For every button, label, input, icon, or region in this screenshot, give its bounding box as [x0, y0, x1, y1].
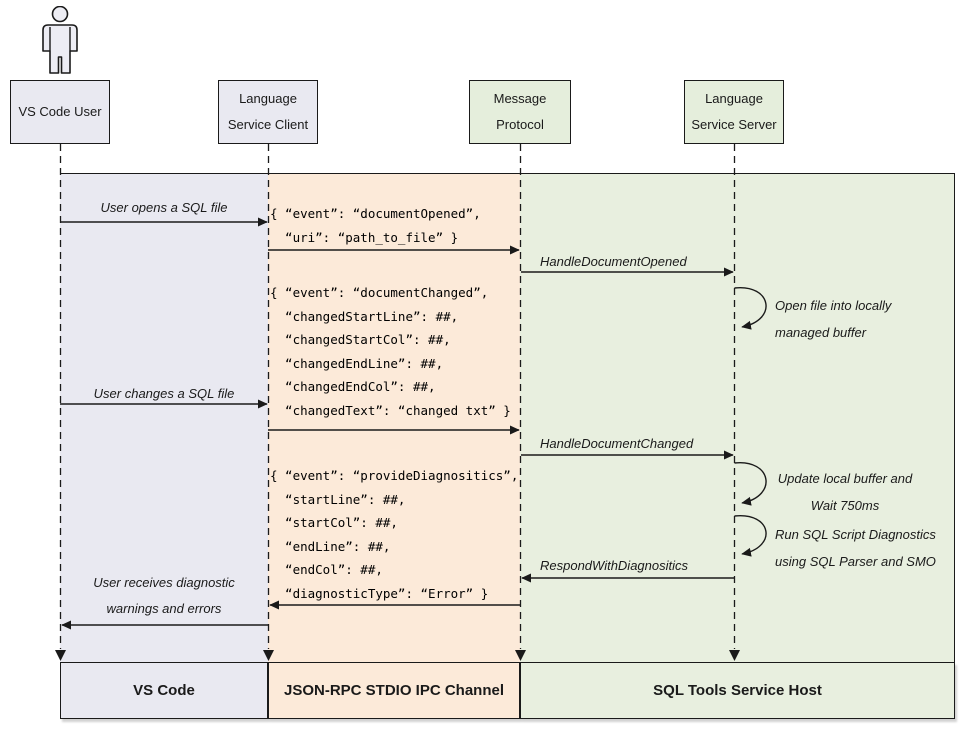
footer-label: VS Code — [133, 682, 195, 699]
label-user-opens-file: User opens a SQL file — [100, 200, 228, 215]
json-line: “changedStartLine”: ##, — [270, 308, 459, 324]
actor-box-language-service-server: Language Service Server — [684, 80, 784, 144]
label-user-receives-diagnostics: User receives diagnostic warnings and er… — [60, 570, 268, 622]
json-line: “diagnosticType”: “Error” } — [270, 585, 489, 601]
footer-box-vscode: VS Code — [60, 662, 268, 719]
json-line: “uri”: “path_to_file” } — [270, 229, 459, 245]
person-icon — [42, 6, 78, 74]
actor-box-message-protocol: Message Protocol — [469, 80, 571, 144]
loop-update-line1: Update local buffer and — [777, 471, 913, 486]
lane-vscode — [60, 173, 268, 662]
actor-label-line2: Protocol — [496, 117, 544, 132]
json-line: { “event”: “documentOpened”, — [270, 206, 481, 221]
json-line: “changedEndLine”: ##, — [270, 355, 444, 371]
json-line: “endLine”: ##, — [270, 538, 391, 554]
loop-open-line2: managed buffer — [775, 325, 867, 340]
footer-label: SQL Tools Service Host — [653, 682, 822, 699]
loop-run-line1: Run SQL Script Diagnostics — [775, 527, 936, 542]
loop-label-run-diagnostics: Run SQL Script Diagnostics using SQL Par… — [775, 521, 936, 575]
loop-label-update-buffer: Update local buffer and Wait 750ms — [745, 465, 945, 519]
actor-box-vscode-user: VS Code User — [10, 80, 110, 144]
json-line: “changedText”: “changed txt” } — [270, 402, 511, 418]
footer-box-ipc-channel: JSON-RPC STDIO IPC Channel — [268, 662, 520, 719]
actor-label-line1: Language — [705, 91, 763, 106]
actor-label-line2: Service Client — [227, 117, 309, 132]
label-receive-line1: User receives diagnostic — [93, 575, 235, 590]
loop-run-line2: using SQL Parser and SMO — [775, 554, 936, 569]
actor-label: VS Code User — [18, 104, 102, 119]
loop-update-line2: Wait 750ms — [810, 498, 880, 513]
json-line: “startLine”: ##, — [270, 491, 406, 507]
actor-label-line1: Language — [239, 91, 297, 106]
json-line: “changedEndCol”: ##, — [270, 379, 436, 394]
json-payload-document-changed: { “event”: “documentChanged”, “changedSt… — [270, 281, 511, 422]
loop-open-line1: Open file into locally — [775, 298, 892, 313]
lane-ipc-channel — [268, 173, 520, 662]
loop-label-open-file: Open file into locally managed buffer — [775, 292, 891, 346]
json-payload-provide-diagnostics: { “event”: “provideDiagnositics”, “start… — [270, 464, 518, 605]
json-line: “startCol”: ##, — [270, 515, 398, 530]
label-handle-document-changed: HandleDocumentChanged — [540, 436, 694, 451]
lane-service-host — [520, 173, 955, 662]
label-user-changes-file: User changes a SQL file — [93, 386, 235, 401]
json-line: { “event”: “documentChanged”, — [270, 285, 489, 300]
json-line: “endCol”: ##, — [270, 562, 383, 577]
json-payload-document-opened: { “event”: “documentOpened”, “uri”: “pat… — [270, 202, 481, 249]
actor-label-line1: Message — [493, 91, 547, 106]
actor-box-language-service-client: Language Service Client — [218, 80, 318, 144]
label-handle-document-opened: HandleDocumentOpened — [540, 254, 687, 269]
footer-label: JSON-RPC STDIO IPC Channel — [283, 682, 505, 699]
label-receive-line2: warnings and errors — [106, 601, 222, 616]
actor-label-line2: Service Server — [691, 117, 777, 132]
json-line: { “event”: “provideDiagnositics”, — [270, 468, 519, 483]
json-line: “changedStartCol”: ##, — [270, 332, 451, 347]
label-respond-with-diagnostics: RespondWithDiagnositics — [540, 558, 689, 573]
footer-box-service-host: SQL Tools Service Host — [520, 662, 955, 719]
